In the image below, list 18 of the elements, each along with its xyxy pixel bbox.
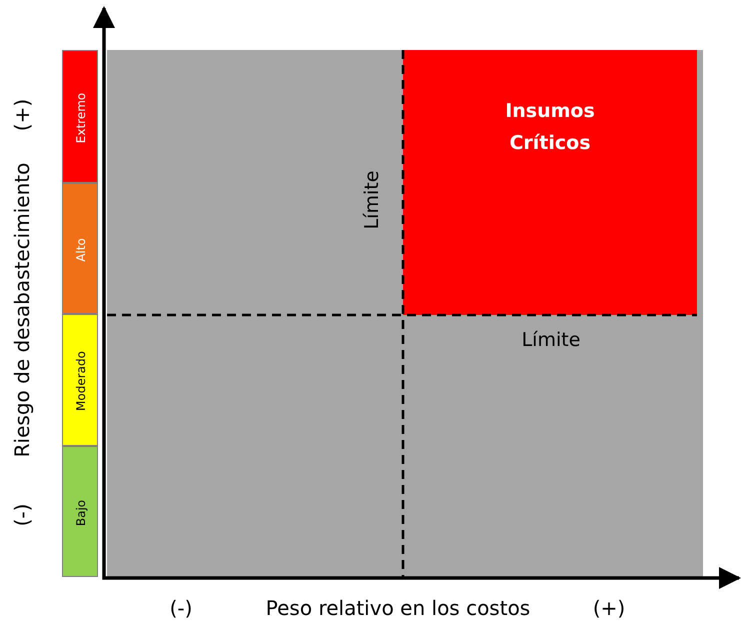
risk-level-bar	[62, 314, 98, 446]
risk-level-bar	[62, 446, 98, 577]
limit-label: Límite	[522, 329, 580, 351]
axis-sign: (-)	[170, 596, 192, 620]
risk-level-bar	[62, 183, 98, 314]
level-label: Extremo	[74, 92, 88, 143]
axis-sign: (-)	[10, 504, 34, 526]
level-label: Alto	[74, 238, 88, 262]
axis-title: Peso relativo en los costos	[266, 596, 530, 620]
axis-sign: (+)	[10, 98, 34, 132]
axis-sign: (+)	[592, 596, 626, 620]
quadrant-label: Insumos Críticos	[504, 99, 596, 156]
axis-title: Riesgo de desabastecimiento	[10, 162, 34, 458]
limit-label: Límite	[361, 170, 383, 230]
level-label: Moderado	[74, 351, 88, 411]
risk-level-bar	[62, 50, 98, 183]
level-label: Bajo	[74, 499, 88, 526]
quadrant-box	[403, 50, 697, 315]
